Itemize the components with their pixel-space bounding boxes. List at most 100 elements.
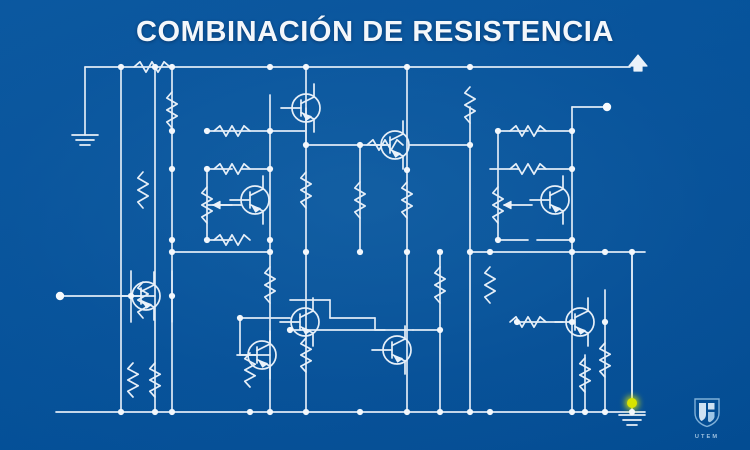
resistor bbox=[299, 171, 313, 209]
wiper-arrow bbox=[212, 200, 221, 210]
junction-dot bbox=[568, 127, 576, 135]
emitter-arrow bbox=[301, 327, 311, 335]
resistor-body bbox=[148, 362, 162, 398]
ground-symbol bbox=[618, 414, 646, 426]
terminal-dot bbox=[55, 291, 65, 301]
logo-wordmark: UTEM bbox=[694, 434, 720, 440]
transistor bbox=[279, 297, 320, 347]
resistor-body bbox=[353, 181, 367, 219]
junction-dot bbox=[513, 318, 521, 326]
junction-dot bbox=[494, 236, 502, 244]
resistor-body bbox=[299, 337, 313, 373]
resistor bbox=[126, 362, 140, 398]
resistor bbox=[433, 266, 447, 304]
ground-symbol bbox=[71, 134, 99, 146]
junction-dot bbox=[494, 127, 502, 135]
collector-lead bbox=[299, 297, 314, 319]
junction-dot bbox=[436, 408, 444, 416]
resistor bbox=[353, 181, 367, 219]
junction-dot bbox=[466, 63, 474, 71]
potentiometer bbox=[200, 186, 242, 224]
junction-dot bbox=[236, 314, 244, 322]
supply-arrow-icon bbox=[628, 54, 648, 67]
resistor-body bbox=[366, 138, 404, 152]
resistor bbox=[483, 266, 497, 304]
resistor bbox=[366, 138, 404, 152]
resistor-body bbox=[463, 86, 477, 124]
junction-layer bbox=[117, 63, 636, 416]
resistor-body bbox=[578, 357, 592, 393]
supply-arrow-stem bbox=[633, 65, 643, 72]
junction-dot bbox=[466, 141, 474, 149]
shield-icon bbox=[680, 396, 734, 433]
resistor-body bbox=[509, 124, 547, 138]
junction-dot bbox=[266, 165, 274, 173]
wire-layer bbox=[55, 66, 646, 416]
terminal-dot bbox=[602, 102, 612, 112]
collector-lead bbox=[249, 175, 264, 197]
collector-lead bbox=[391, 325, 406, 347]
resistor-body bbox=[165, 91, 179, 129]
junction-dot bbox=[436, 248, 444, 256]
emitter-arrow bbox=[391, 150, 401, 158]
junction-dot bbox=[266, 63, 274, 71]
resistor bbox=[213, 162, 251, 176]
emitter-arrow bbox=[576, 327, 586, 335]
resistor-body bbox=[491, 186, 505, 224]
junction-dot bbox=[403, 248, 411, 256]
junction-dot bbox=[601, 248, 609, 256]
junction-dot bbox=[403, 166, 411, 174]
resistor bbox=[148, 362, 162, 398]
resistor bbox=[165, 91, 179, 129]
emitter-arrow bbox=[302, 113, 312, 121]
resistor-body bbox=[483, 266, 497, 304]
junction-dot bbox=[403, 408, 411, 416]
resistor-body bbox=[133, 60, 171, 74]
junction-dot bbox=[266, 127, 274, 135]
transistor bbox=[236, 330, 277, 380]
junction-dot bbox=[266, 248, 274, 256]
junction-dot bbox=[628, 408, 636, 416]
emitter-arrow bbox=[393, 355, 403, 363]
resistor-body bbox=[136, 281, 150, 319]
junction-dot bbox=[568, 248, 576, 256]
resistor-body bbox=[400, 181, 414, 219]
collector-lead bbox=[549, 175, 564, 197]
junction-dot bbox=[266, 408, 274, 416]
emitter-arrow bbox=[258, 360, 268, 368]
junction-dot bbox=[581, 408, 589, 416]
resistor-body bbox=[509, 162, 547, 176]
junction-dot bbox=[486, 248, 494, 256]
transistor bbox=[280, 83, 321, 133]
junction-dot bbox=[203, 127, 211, 135]
junction-dot bbox=[151, 408, 159, 416]
transistor-layer bbox=[120, 83, 595, 380]
junction-dot bbox=[628, 248, 636, 256]
junction-dot bbox=[117, 63, 125, 71]
resistor bbox=[400, 181, 414, 219]
junction-dot bbox=[436, 326, 444, 334]
resistor-body bbox=[433, 266, 447, 304]
resistor bbox=[136, 171, 150, 209]
junction-dot bbox=[568, 165, 576, 173]
junction-dot bbox=[127, 292, 135, 300]
page-title: COMBINACIÓN DE RESISTENCIA bbox=[135, 16, 614, 48]
junction-dot bbox=[568, 318, 576, 326]
junction-dot bbox=[168, 292, 176, 300]
junction-dot bbox=[302, 141, 310, 149]
junction-dot bbox=[168, 63, 176, 71]
resistor bbox=[243, 352, 257, 388]
transistor bbox=[554, 297, 595, 347]
collector-lead bbox=[140, 271, 155, 293]
resistor bbox=[213, 124, 251, 138]
junction-dot bbox=[601, 408, 609, 416]
junction-dot bbox=[246, 408, 254, 416]
resistor bbox=[263, 266, 277, 304]
collector-lead bbox=[389, 120, 404, 142]
junction-dot bbox=[601, 318, 609, 326]
collector-lead bbox=[256, 330, 271, 352]
resistor bbox=[578, 357, 592, 393]
junction-dot bbox=[117, 408, 125, 416]
